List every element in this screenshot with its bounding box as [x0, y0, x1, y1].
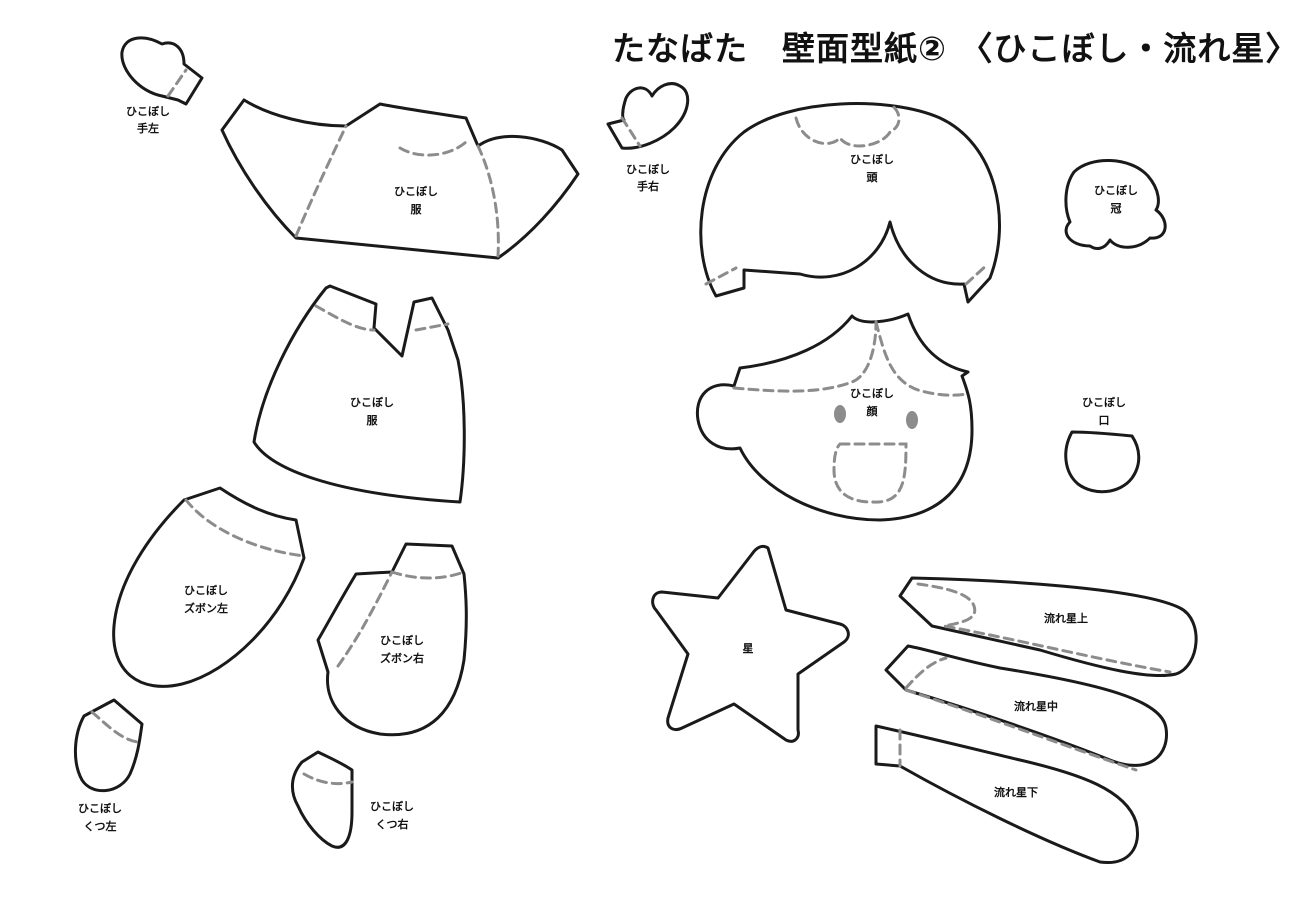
shoe-left-label-2: くつ左	[84, 819, 117, 833]
shooting-star-middle-label: 流れ星中	[1014, 699, 1058, 713]
mouth-label-1: ひこぼし	[1082, 396, 1126, 409]
hand-left-piece: ひこぼし 手左	[120, 36, 204, 135]
shoe-right-label-2: くつ右	[376, 817, 409, 831]
clothes-back-piece: ひこぼし 服	[220, 98, 580, 260]
crown-label-1: ひこぼし	[1094, 184, 1138, 197]
shoe-right-label-1: ひこぼし	[370, 800, 414, 813]
head-label-1: ひこぼし	[850, 153, 894, 166]
shooting-star-middle-piece: 流れ星中	[884, 644, 1168, 772]
face-label-1: ひこぼし	[850, 387, 894, 400]
hand-left-label-1: ひこぼし	[126, 105, 170, 118]
mouth-piece: ひこぼし 口	[1064, 396, 1141, 494]
face-label-2: 顔	[866, 404, 879, 418]
star-piece: 星	[651, 544, 850, 743]
hand-right-label-1: ひこぼし	[626, 163, 670, 176]
mouth-label-2: 口	[1099, 414, 1110, 427]
pants-right-label-2: ズボン右	[380, 651, 424, 665]
star-label: 星	[743, 642, 754, 655]
hand-left-label-2: 手左	[137, 121, 159, 135]
page-title: たなばた 壁面型紙② 〈ひこぼし・流れ星〉	[612, 29, 1299, 68]
head-piece: ひこぼし 頭	[699, 102, 1001, 304]
shooting-star-bottom-piece: 流れ星下	[874, 724, 1139, 864]
clothes-front-label-2: 服	[367, 414, 379, 427]
hand-right-label-2: 手右	[637, 179, 659, 193]
shoe-left-piece: ひこぼし くつ左	[73, 698, 144, 833]
clothes-back-label-1: ひこぼし	[394, 185, 438, 198]
face-piece: ひこぼし 顔	[695, 312, 974, 522]
shoe-right-piece: ひこぼし くつ右	[291, 750, 414, 849]
shooting-star-bottom-label: 流れ星下	[994, 785, 1038, 799]
pattern-sheet: ひこぼし 手左 ひこぼし 服 ひこぼし 手右 ひこぼし 頭 ひこぼし 冠 ひこぼ	[73, 36, 1198, 864]
shooting-star-top-label: 流れ星上	[1044, 611, 1088, 625]
pants-right-piece: ひこぼし ズボン右	[316, 542, 468, 737]
hand-right-piece: ひこぼし 手右	[606, 82, 690, 193]
clothes-front-piece: ひこぼし 服	[252, 284, 466, 504]
pants-left-piece: ひこぼし ズボン左	[112, 486, 306, 688]
clothes-back-label-2: 服	[411, 203, 423, 216]
pants-left-label-2: ズボン左	[184, 601, 228, 615]
head-label-2: 頭	[867, 171, 879, 184]
crown-piece: ひこぼし 冠	[1064, 159, 1167, 250]
left-eye	[834, 405, 846, 423]
pants-left-label-1: ひこぼし	[184, 584, 228, 597]
right-eye	[906, 411, 918, 429]
crown-label-2: 冠	[1111, 202, 1122, 215]
shoe-left-label-1: ひこぼし	[78, 802, 122, 815]
pants-right-label-1: ひこぼし	[380, 634, 424, 647]
shooting-star-top-piece: 流れ星上	[898, 576, 1198, 678]
clothes-front-label-1: ひこぼし	[350, 396, 394, 409]
